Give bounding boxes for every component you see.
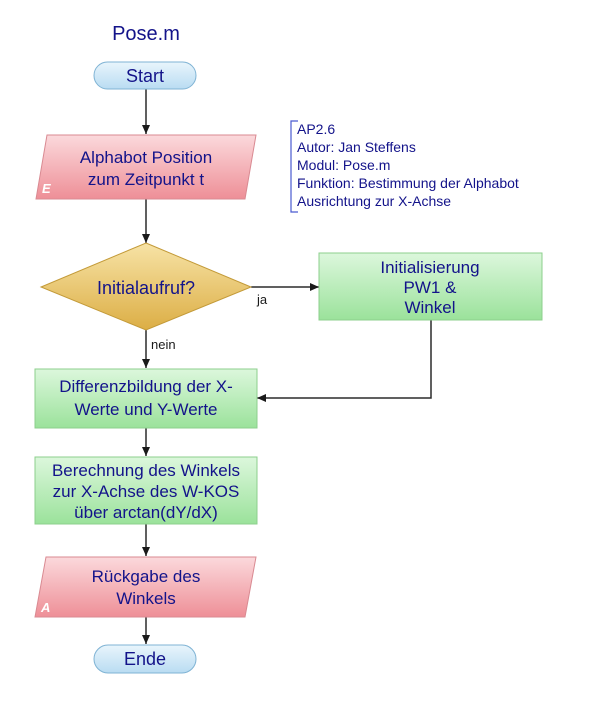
diff-node: Differenzbildung der X- Werte und Y-Wert… bbox=[34, 368, 258, 429]
annotation-line-1: AP2.6 bbox=[297, 121, 335, 137]
calc-line-1: Berechnung des Winkels bbox=[52, 461, 240, 480]
calc-line-2: zur X-Achse des W-KOS bbox=[53, 482, 240, 501]
diff-line-2: Werte und Y-Werte bbox=[74, 400, 217, 419]
annotation-line-2: Autor: Jan Steffens bbox=[297, 139, 416, 155]
connectors bbox=[142, 89, 432, 644]
annotation-line-5: Ausrichtung zur X-Achse bbox=[297, 193, 451, 209]
decision-node: Initialaufruf? bbox=[39, 242, 253, 331]
annotation-line-4: Funktion: Bestimmung der Alphabot bbox=[297, 175, 519, 191]
annotation-line-3: Modul: Pose.m bbox=[297, 157, 390, 173]
init-line-3: Winkel bbox=[404, 298, 455, 317]
decision-label: Initialaufruf? bbox=[97, 278, 195, 298]
diagram-title: Pose.m bbox=[112, 23, 180, 45]
annotation-bracket bbox=[290, 120, 298, 213]
arrow-init-diff bbox=[257, 320, 432, 402]
output-node: Rückgabe des Winkels A bbox=[34, 556, 257, 618]
output-tag: A bbox=[40, 600, 50, 615]
start-terminal: Start bbox=[93, 61, 197, 90]
init-node: Initialisierung PW1 & Winkel bbox=[318, 252, 543, 321]
input-tag: E bbox=[42, 181, 51, 196]
init-line-1: Initialisierung bbox=[380, 258, 479, 277]
end-terminal: Ende bbox=[93, 644, 197, 674]
output-line-2: Winkels bbox=[116, 589, 176, 608]
init-line-2: PW1 & bbox=[404, 278, 458, 297]
input-line-1: Alphabot Position bbox=[80, 148, 212, 167]
calc-node: Berechnung des Winkels zur X-Achse des W… bbox=[34, 456, 258, 525]
edge-label-no: nein bbox=[151, 337, 176, 352]
output-line-1: Rückgabe des bbox=[92, 567, 201, 586]
edge-label-yes: ja bbox=[256, 292, 268, 307]
input-node: Alphabot Position zum Zeitpunkt t E bbox=[35, 134, 257, 200]
calc-line-3: über arctan(dY/dX) bbox=[74, 503, 218, 522]
diff-line-1: Differenzbildung der X- bbox=[59, 377, 233, 396]
start-label: Start bbox=[126, 66, 164, 86]
annotation: AP2.6 Autor: Jan Steffens Modul: Pose.m … bbox=[290, 120, 519, 213]
end-label: Ende bbox=[124, 649, 166, 669]
input-line-2: zum Zeitpunkt t bbox=[88, 170, 204, 189]
